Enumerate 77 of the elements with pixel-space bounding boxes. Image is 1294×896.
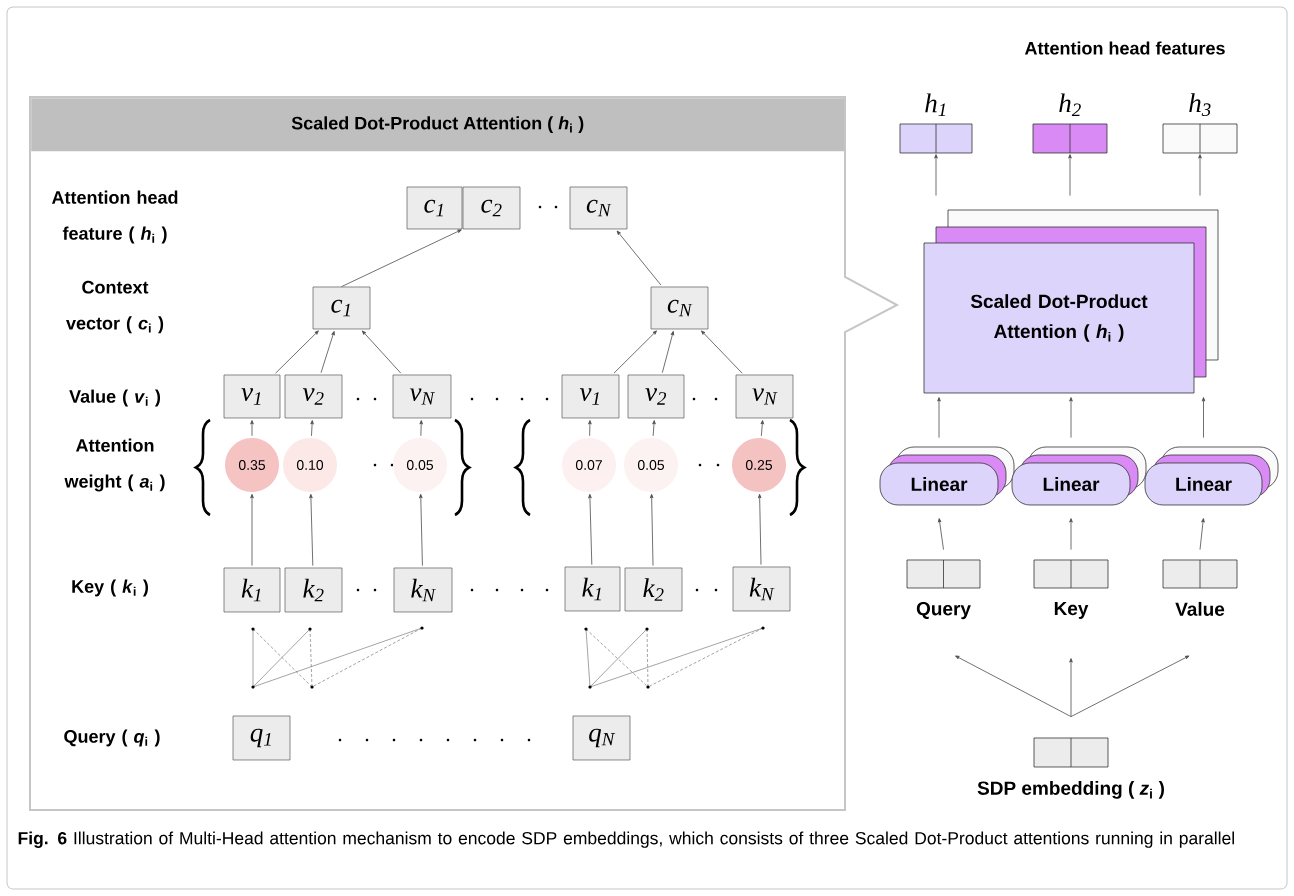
- arrow: [661, 331, 675, 374]
- row-label: Key ( k$_{i}$ ): [72, 579, 148, 597]
- arrow: [588, 493, 593, 566]
- row-label: Context vector ( c$_{i}$ ): [66, 280, 164, 334]
- arrow: [1069, 397, 1073, 438]
- vector-box: Key: [1033, 559, 1109, 619]
- row-label: Query ( q$_{i}$ ): [64, 729, 160, 747]
- vector-box: c$_{1}$: [312, 286, 371, 330]
- arrow: [955, 655, 1072, 717]
- vector-box: k$_{2}$: [284, 567, 343, 613]
- arrow: [1069, 658, 1073, 717]
- vector-box: v$_{N}$: [735, 374, 794, 419]
- node-label: h$_{3}$: [1189, 93, 1211, 117]
- arrow: [937, 397, 941, 438]
- vector-box: Value: [1162, 559, 1238, 616]
- stacked-linear-pill: Linear: [879, 446, 1015, 506]
- arrow: [588, 420, 592, 437]
- row-label: Value ( v$_{i}$ ): [69, 389, 161, 407]
- arrow: [1068, 154, 1072, 196]
- arrow: [250, 493, 254, 567]
- arrow: [275, 330, 319, 374]
- vector-box: h$_{3}$: [1162, 93, 1238, 154]
- arrow: [616, 230, 662, 286]
- arrow: [760, 420, 765, 437]
- vector-box: h$_{2}$: [1032, 93, 1108, 154]
- arrow: [320, 331, 335, 374]
- arrow: [937, 518, 944, 550]
- vector-box: k$_{1}$: [564, 566, 621, 612]
- arrow: [310, 420, 314, 437]
- node-label: SDP embedding ( z$_{i}$ ): [977, 780, 1164, 799]
- vector-box: c$_{N}$: [650, 286, 709, 330]
- arrow: [649, 493, 654, 567]
- arrow: [341, 229, 462, 288]
- arrow: [1201, 397, 1206, 438]
- vector-box: SDP embedding ( z$_{i}$ ): [977, 737, 1164, 799]
- arrow: [652, 420, 656, 437]
- row-label: Attention head feature ( h$_{i}$ ): [51, 190, 178, 244]
- vector-box: v$_{2}$: [284, 374, 343, 419]
- node-label: Key: [1054, 601, 1089, 619]
- arrow: [419, 420, 423, 437]
- vector-box: k$_{1}$: [223, 567, 281, 613]
- arrow: [1198, 154, 1202, 196]
- vector-box: k$_{N}$: [732, 566, 791, 612]
- vector-box: c$_{2}$: [462, 186, 521, 230]
- arrow: [757, 493, 762, 566]
- vector-box: v$_{N}$: [392, 374, 452, 419]
- vector-box: v$_{2}$: [627, 374, 685, 419]
- vector-box: Query: [906, 559, 981, 620]
- vector-box: k$_{N}$: [393, 567, 453, 613]
- node-label: Value: [1175, 601, 1225, 616]
- vector-box: k$_{2}$: [624, 567, 683, 612]
- vector-box: v$_{1}$: [223, 374, 281, 419]
- stacked-linear-pill: Linear: [1011, 446, 1147, 506]
- node-label: h$_{1}$: [925, 93, 946, 117]
- node-label: Query: [916, 601, 971, 620]
- arrow: [250, 420, 254, 437]
- vector-box: h$_{1}$: [899, 93, 973, 154]
- heading: Attention head features: [1024, 41, 1225, 55]
- arrow: [361, 330, 402, 374]
- vector-box: v$_{1}$: [561, 374, 620, 419]
- arrow: [1199, 518, 1205, 550]
- arrow: [1070, 655, 1190, 717]
- node-label: h$_{2}$: [1059, 93, 1081, 117]
- stacked-attention-box: Scaled Dot-Product Attention ( h$_{i}$ ): [923, 209, 1219, 394]
- arrow: [701, 330, 743, 374]
- caption: Fig. 6 Illustration of Multi-Head attention mechanism to encode SDP embeddings, which consists of three Scaled Dot-Product attentions running in parallel: [18, 831, 1234, 848]
- arrow: [309, 493, 314, 567]
- arrow: [1069, 518, 1073, 550]
- arrow: [613, 330, 657, 374]
- vector-box: c$_{N}$: [569, 186, 628, 230]
- vector-box: q$_{1}$: [232, 715, 291, 761]
- vector-box: q$_{N}$: [572, 715, 631, 761]
- stacked-linear-pill: Linear: [1144, 446, 1279, 506]
- arrow: [419, 493, 423, 567]
- row-label: Attention weight ( a$_{i}$ ): [64, 438, 165, 492]
- vector-box: c$_{1}$: [406, 186, 463, 230]
- arrow: [934, 154, 938, 196]
